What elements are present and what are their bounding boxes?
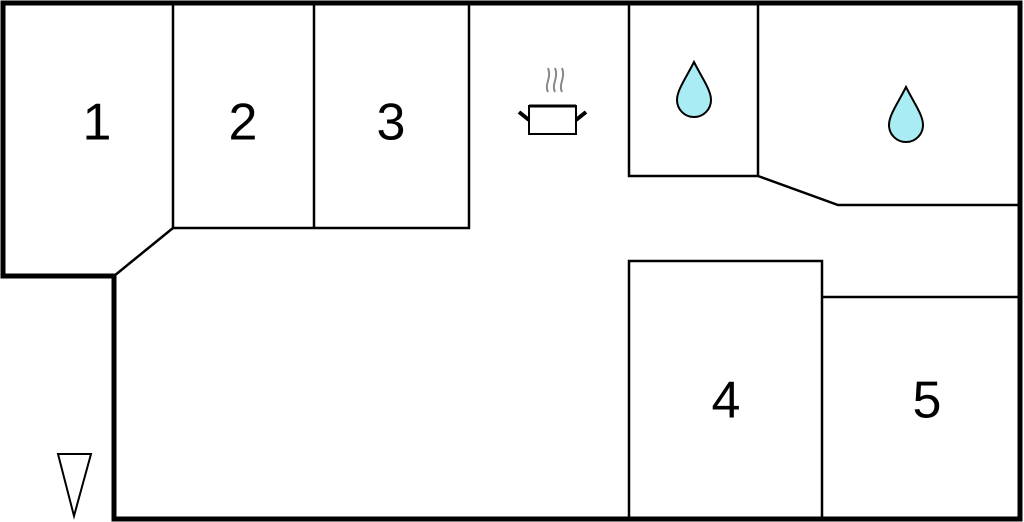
room-5-label: 5 — [913, 372, 942, 430]
room-2-3-bottom-wall — [173, 3, 471, 230]
room-4-label: 4 — [712, 372, 741, 430]
water-drop-icon — [887, 84, 925, 143]
bathroom-2-wall — [757, 174, 1020, 207]
room-1-label: 1 — [83, 94, 112, 152]
cooking-pot-icon — [517, 67, 588, 135]
north-arrow-icon — [56, 453, 93, 520]
room-3-label: 3 — [377, 94, 406, 152]
room-2-label: 2 — [229, 94, 258, 152]
bathroom-1-wall — [627, 3, 760, 178]
water-drop-icon — [675, 59, 713, 118]
room-4-wall — [627, 259, 824, 519]
room-1-wall — [113, 3, 175, 277]
